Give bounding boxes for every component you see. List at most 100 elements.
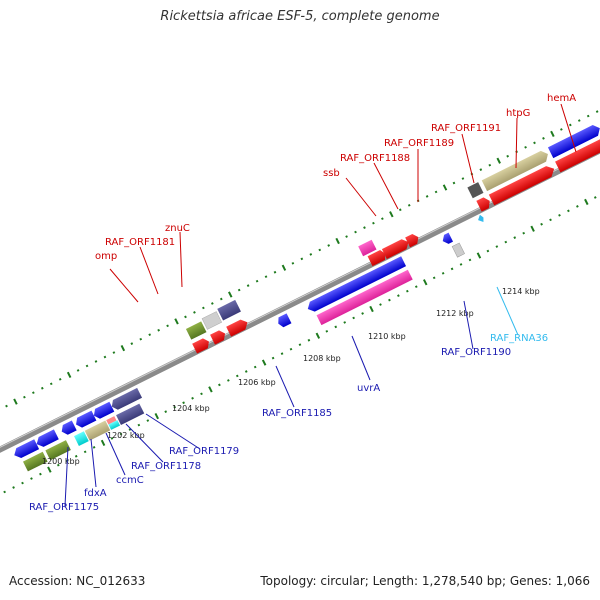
forward-labels: omp RAF_ORF1181 znuC ssb RAF_ORF1188 RAF… — [95, 93, 576, 262]
gene-omp[interactable] — [185, 321, 207, 340]
gene-raf-orf1181[interactable] — [201, 311, 223, 330]
tick-minor — [83, 450, 87, 454]
gene-blue-long[interactable] — [305, 256, 407, 314]
accession-text: Accession: NC_012633 — [9, 574, 146, 588]
gene-olive-b[interactable] — [45, 440, 71, 461]
gene-red-5[interactable] — [476, 196, 492, 212]
label-raf-orf1188: RAF_ORF1188 — [340, 153, 410, 164]
tick-minor — [255, 279, 259, 283]
tick-minor — [381, 217, 384, 221]
gene-fdxA[interactable] — [74, 431, 89, 446]
tick-minor — [300, 257, 304, 261]
label-raf-orf1181: RAF_ORF1181 — [105, 237, 175, 248]
gene-red-2[interactable] — [210, 329, 227, 345]
gene-red-6[interactable] — [488, 163, 557, 206]
gene-red-7[interactable] — [555, 135, 600, 173]
tick-minor — [504, 240, 508, 244]
tick-minor — [184, 315, 187, 319]
tick-minor — [21, 481, 24, 485]
gene-blue-a[interactable] — [12, 439, 40, 460]
tick-label-1204: 1204 kbp — [172, 404, 210, 413]
gene-raf-rna36[interactable] — [476, 214, 485, 224]
tick-minor — [452, 181, 456, 185]
tick-label-1200: 1200 kbp — [42, 457, 80, 466]
gene-raf-orf1178[interactable] — [106, 416, 117, 425]
tick-minor — [450, 267, 454, 271]
gene-znuC[interactable] — [217, 299, 241, 321]
gene-raf-orf1189[interactable] — [381, 237, 411, 259]
tick-minor — [540, 222, 543, 226]
tick-minor — [264, 275, 268, 279]
tick-label-1214: 1214 kbp — [502, 287, 540, 296]
tick-minor — [291, 261, 295, 265]
tick-minor — [237, 288, 241, 292]
tick-minor — [363, 226, 366, 229]
gene-hemA[interactable] — [547, 123, 600, 159]
gene-red-1[interactable] — [192, 337, 211, 354]
tick-major — [208, 386, 213, 393]
tick-minor — [30, 477, 33, 480]
tick-major — [550, 130, 555, 138]
gene-navy-a[interactable] — [109, 387, 143, 412]
tick-minor — [495, 245, 499, 248]
tick-minor — [235, 374, 239, 378]
tick-minor — [40, 386, 44, 390]
gene-grey-small[interactable] — [451, 242, 465, 258]
gene-blue-e[interactable] — [91, 401, 115, 421]
tick-minor — [164, 410, 168, 413]
gene-raf-orf1191[interactable] — [467, 182, 484, 199]
tick-minor — [388, 298, 391, 302]
gene-red-3[interactable] — [226, 317, 250, 337]
tick-major — [228, 291, 233, 298]
gene-ssb[interactable] — [358, 239, 377, 257]
tick-major — [315, 332, 321, 339]
label-raf-orf1179: RAF_ORF1179 — [169, 446, 239, 457]
gene-htpG[interactable] — [481, 149, 551, 192]
tick-major — [100, 439, 106, 447]
tick-minor — [425, 195, 429, 198]
tick-major — [47, 466, 52, 473]
label-znuC: znuC — [165, 223, 190, 234]
label-raf-orf1191: RAF_ORF1191 — [431, 123, 501, 134]
tick-minor — [379, 303, 382, 306]
tick-minor — [139, 337, 143, 341]
gene-raf-orf1190[interactable] — [440, 232, 454, 246]
tick-minor — [298, 343, 302, 347]
tick-minor — [92, 446, 96, 449]
tick-minor — [227, 379, 230, 382]
tick-major — [423, 279, 428, 286]
gene-blue-d[interactable] — [74, 410, 97, 430]
gene-red-4[interactable] — [405, 232, 421, 248]
gene-raf-orf1179[interactable] — [108, 420, 121, 430]
gene-ccmC[interactable] — [84, 420, 111, 441]
tick-minor — [488, 163, 492, 167]
tick-row-bottom — [3, 196, 597, 494]
tick-minor — [459, 263, 463, 266]
gene-blue-b[interactable] — [34, 429, 59, 449]
tick-major — [66, 371, 72, 379]
tick-minor — [202, 306, 205, 310]
gene-raf-orf1188[interactable] — [367, 249, 388, 267]
gene-blue-c[interactable] — [59, 420, 77, 436]
tick-minor — [325, 329, 329, 333]
tick-minor — [568, 123, 572, 127]
gene-raf-orf1185[interactable] — [276, 313, 292, 328]
label-ssb: ssb — [323, 168, 340, 179]
tick-minor — [586, 114, 590, 118]
tick-major — [261, 359, 267, 366]
genome-summary-text: Topology: circular; Length: 1,278,540 bp… — [260, 574, 590, 588]
tick-minor — [110, 437, 114, 440]
tick-minor — [307, 338, 311, 342]
tick-minor — [542, 137, 545, 140]
gene-uvrA[interactable] — [316, 269, 413, 326]
tick-major — [13, 398, 18, 405]
gene-navy-b[interactable] — [116, 403, 145, 426]
tick-minor — [593, 196, 597, 199]
gene-raf-orf1175[interactable] — [22, 451, 48, 472]
tick-minor — [173, 405, 176, 409]
tick-minor — [103, 355, 107, 359]
tick-minor — [3, 490, 6, 494]
tick-label-1212: 1212 kbp — [436, 309, 474, 318]
label-raf-orf1175: RAF_ORF1175 — [29, 502, 99, 513]
